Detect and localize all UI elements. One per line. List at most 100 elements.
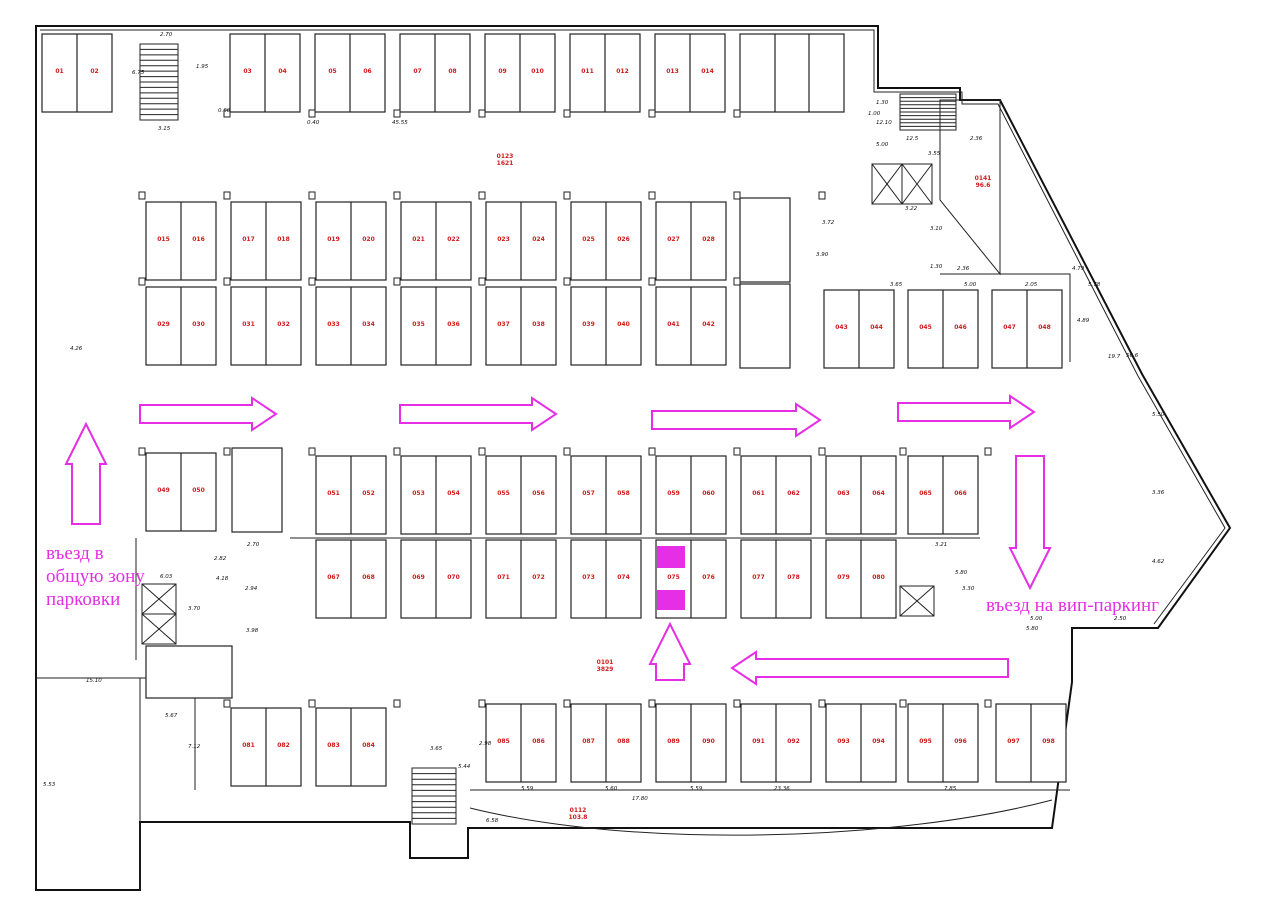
- elevator-2: [141, 613, 177, 645]
- outer-walls: [35, 25, 1232, 891]
- dimension-label: 4.79: [1072, 266, 1085, 272]
- elevator-1-x: [141, 583, 177, 615]
- dimension-label: 7.12: [188, 744, 201, 750]
- dimension-label: 3.36: [1152, 490, 1165, 496]
- slot-label: 081: [242, 742, 255, 749]
- slot-label: 031: [242, 321, 255, 328]
- slot-label: 049: [157, 487, 170, 494]
- slot-label: 051: [327, 490, 340, 497]
- dimension-label: 1.95: [196, 64, 209, 70]
- dimension-label: 5.80: [1026, 626, 1039, 632]
- dimension-label: 6.75: [132, 70, 145, 76]
- slot-label: 072: [532, 574, 545, 581]
- dimension-label: 2.94: [245, 586, 258, 592]
- parking-slot-single: [739, 197, 791, 283]
- slot-label: 046: [954, 324, 967, 331]
- parking-slot-single: [231, 447, 283, 533]
- slot-label: 052: [362, 490, 375, 497]
- dimension-label: 5.78: [1088, 282, 1101, 288]
- dimension-label: 0.40: [307, 120, 320, 126]
- slot-label: 076: [702, 574, 715, 581]
- dimension-label: 5.53: [43, 782, 56, 788]
- dimension-label: 3.70: [188, 606, 201, 612]
- slot-label: 079: [837, 574, 850, 581]
- slot-label: 01: [55, 68, 63, 75]
- outer-wall: [35, 25, 1232, 891]
- pillar: [563, 191, 571, 200]
- pillar: [733, 191, 741, 200]
- pillar: [648, 447, 656, 456]
- slot-label: 087: [582, 738, 595, 745]
- dimension-label: 12.10: [876, 120, 892, 126]
- pillar: [308, 109, 316, 118]
- arrow-right: [897, 394, 1036, 430]
- slot-label: 020: [362, 236, 375, 243]
- pillar: [899, 699, 907, 708]
- slot-label: 034: [362, 321, 375, 328]
- pillar: [478, 191, 486, 200]
- dimension-label: 7.85: [944, 786, 957, 792]
- slot-label: 06: [363, 68, 371, 75]
- slot-label: 040: [617, 321, 630, 328]
- elevator-4: [901, 163, 933, 205]
- pillar: [563, 277, 571, 286]
- pillar: [984, 699, 992, 708]
- highlighted-slot: [657, 590, 685, 610]
- dimension-label: 5.50: [1152, 412, 1165, 418]
- slot-label: 077: [752, 574, 765, 581]
- slot-label: 012: [616, 68, 629, 75]
- arrow-right: [139, 396, 278, 432]
- pillar: [223, 447, 231, 456]
- area-label-bottom: 0112: [570, 807, 587, 814]
- slot-label: 056: [532, 490, 545, 497]
- dimension-label: 23.36: [774, 786, 790, 792]
- dimension-label: 2.05: [1025, 282, 1038, 288]
- dimension-label: 12.5: [906, 136, 919, 142]
- slot-label: 011: [581, 68, 594, 75]
- pillar: [733, 109, 741, 118]
- pillar: [984, 447, 992, 456]
- dimension-label: 2.98: [479, 741, 492, 747]
- pillar: [138, 447, 146, 456]
- slot-label: 037: [497, 321, 510, 328]
- dimension-label: 4.89: [1077, 318, 1090, 324]
- dimension-label: 3.65: [430, 746, 443, 752]
- slot-label: 084: [362, 742, 375, 749]
- slot-label: 060: [702, 490, 715, 497]
- slot-label: 067: [327, 574, 340, 581]
- area-label-bottom: 103.8: [569, 814, 588, 821]
- parking-slot-single: [739, 283, 791, 369]
- dimension-label: 3.55: [928, 151, 941, 157]
- slot-label: 035: [412, 321, 425, 328]
- dimension-label: 2.82: [214, 556, 227, 562]
- elevator-2-x: [141, 613, 177, 645]
- dimension-label: 3.72: [822, 220, 835, 226]
- slot-label: 048: [1038, 324, 1051, 331]
- pillar: [478, 447, 486, 456]
- elevator-4-x: [901, 163, 933, 205]
- slot-label: 047: [1003, 324, 1016, 331]
- pillar: [563, 699, 571, 708]
- area-label-vip: 96.6: [976, 182, 991, 189]
- dimension-label: 2.50: [1114, 616, 1127, 622]
- pillar: [478, 277, 486, 286]
- area-label-upper: 1621: [497, 160, 514, 167]
- slot-label: 033: [327, 321, 340, 328]
- pillar: [308, 277, 316, 286]
- dimension-label: 3.98: [246, 628, 259, 634]
- slot-label: 061: [752, 490, 765, 497]
- slot-label: 070: [447, 574, 460, 581]
- pillar: [308, 447, 316, 456]
- dimension-label: 5.59: [690, 786, 703, 792]
- dimension-label: 56.6: [1126, 353, 1139, 359]
- traffic-arrows: [64, 394, 1052, 686]
- pillar: [223, 277, 231, 286]
- slot-label: 030: [192, 321, 205, 328]
- dimension-label: 17.80: [632, 796, 648, 802]
- arrow-right: [399, 396, 558, 432]
- dimension-label: 1.30: [930, 264, 943, 270]
- slot-label: 057: [582, 490, 595, 497]
- elevator-3-x: [871, 163, 903, 205]
- dimension-label: 3.21: [935, 542, 947, 548]
